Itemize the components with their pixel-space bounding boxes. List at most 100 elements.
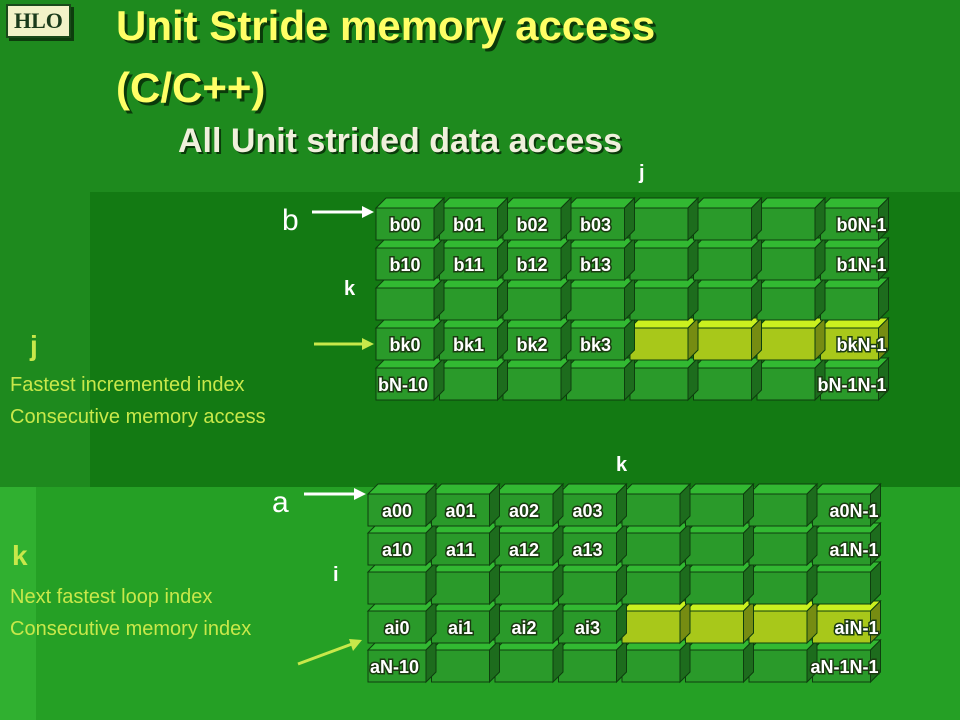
b-cell-r4-c6 <box>755 356 827 402</box>
a-cell-r0-c5 <box>684 482 755 528</box>
a-matrix-name: a <box>272 486 289 519</box>
bk-row-pointer-arrowhead <box>362 338 374 350</box>
b-label-r1-c3: b13 <box>580 255 611 275</box>
b-label-r1-c0: b10 <box>389 255 420 275</box>
j-note-line-1: Fastest incremented index <box>10 374 245 396</box>
a-cell-r4-c6 <box>747 638 819 684</box>
a-cell-r0-c1 <box>430 482 501 528</box>
b-label-r3-c0: bk0 <box>389 335 420 355</box>
b-label-r0-c7: b0N-1 <box>836 215 886 235</box>
a-cell-r4-c5 <box>684 638 755 684</box>
a-pointer-arrowhead <box>354 488 366 500</box>
b-cell-r1-c6 <box>755 236 827 282</box>
a-cell-r2-c2 <box>493 560 565 606</box>
b-cell-r2-c1 <box>438 276 509 322</box>
k-note-label: k <box>12 540 28 571</box>
b-label-r3-c2: bk2 <box>516 335 547 355</box>
a-cell-r1-c6 <box>747 521 819 567</box>
b-label-r0-c0: b00 <box>389 215 420 235</box>
b-cell-r0-c0 <box>374 196 446 242</box>
a-label-r3-c2: ai2 <box>511 618 536 638</box>
a-cell-r2-c0 <box>366 560 438 606</box>
b-label-r1-c1: b11 <box>453 255 483 275</box>
a-label-r0-c1: a01 <box>445 501 475 521</box>
a-cell-r0-c3 <box>557 482 628 528</box>
b-cell-r0-c5 <box>692 196 763 242</box>
a-label-r3-c1: ai1 <box>448 618 473 638</box>
b-label-r3-c7: bkN-1 <box>836 335 886 355</box>
a-row-index-label: i <box>333 564 339 586</box>
b-cell-r1-c7 <box>819 236 890 282</box>
b-label-r1-c2: b12 <box>516 255 547 275</box>
j-note-line-2: Consecutive memory access <box>10 406 266 428</box>
a-cell-r1-c5 <box>684 521 755 567</box>
b-cell-r3-c4 <box>628 316 700 362</box>
a-cell-r3-c6 <box>747 599 819 645</box>
a-cell-r1-c0 <box>366 521 438 567</box>
a-cell-r2-c6 <box>747 560 819 606</box>
a-cell-r3-c4 <box>620 599 692 645</box>
b-cell-r1-c4 <box>628 236 700 282</box>
a-cell-r2-c4 <box>620 560 692 606</box>
b-cell-r4-c0 <box>374 356 446 402</box>
a-label-r1-c7: a1N-1 <box>829 540 878 560</box>
a-label-r0-c7: a0N-1 <box>829 501 878 521</box>
a-cell-r0-c2 <box>493 482 565 528</box>
b-cell-r2-c3 <box>565 276 636 322</box>
b-label-r3-c3: bk3 <box>580 335 611 355</box>
b-label-r4-c0: bN-10 <box>378 375 428 395</box>
b-cell-r2-c4 <box>628 276 700 322</box>
a-cell-r4-c4 <box>620 638 692 684</box>
a-label-r1-c0: a10 <box>382 540 412 560</box>
b-label-r0-c3: b03 <box>580 215 611 235</box>
title-line-2: (C/C++) <box>116 64 266 111</box>
a-label-r0-c3: a03 <box>572 501 602 521</box>
a-label-r1-c3: a13 <box>572 540 602 560</box>
b-cell-r4-c7 <box>819 356 890 402</box>
b-cell-r0-c2 <box>501 196 573 242</box>
a-label-r0-c2: a02 <box>509 501 539 521</box>
a-label-r3-c0: ai0 <box>384 618 409 638</box>
a-cell-r0-c0 <box>366 482 438 528</box>
b-label-r0-c2: b02 <box>516 215 547 235</box>
b-cell-r4-c2 <box>501 356 573 402</box>
a-label-r4-c0: aN-10 <box>370 657 419 677</box>
hlo-badge: HLO <box>6 4 71 38</box>
a-cell-r4-c1 <box>430 638 501 684</box>
a-cell-r3-c2 <box>493 599 565 645</box>
b-cell-r2-c6 <box>755 276 827 322</box>
a-matrix-grid: a00 a01 a02 a03 a0N-1 a10 a11 a12 a13 a1N-1 ai0 ai1… <box>366 482 882 684</box>
a-label-r1-c1: a11 <box>446 540 475 560</box>
b-cell-r0-c1 <box>438 196 509 242</box>
b-matrix-name: b <box>282 204 299 237</box>
a-label-r3-c7: aiN-1 <box>834 618 878 638</box>
k-note-line-1: Next fastest loop index <box>10 586 213 608</box>
b-cell-r3-c3 <box>565 316 636 362</box>
b-cell-r4-c3 <box>565 356 636 402</box>
b-label-r1-c7: b1N-1 <box>836 255 886 275</box>
a-cell-r2-c5 <box>684 560 755 606</box>
b-row-index-label: k <box>344 278 356 300</box>
b-label-r4-c7: bN-1N-1 <box>817 375 886 395</box>
a-cell-r4-c2 <box>493 638 565 684</box>
b-cell-r0-c4 <box>628 196 700 242</box>
ai-row-pointer-arrow <box>297 642 353 666</box>
a-cell-r2-c1 <box>430 560 501 606</box>
a-label-r1-c2: a12 <box>509 540 539 560</box>
a-cell-r0-c6 <box>747 482 819 528</box>
b-cell-r2-c7 <box>819 276 890 322</box>
a-col-index-label: k <box>616 454 628 476</box>
a-cell-r1-c4 <box>620 521 692 567</box>
title-line-1: Unit Stride memory access <box>116 2 656 49</box>
b-cell-r3-c6 <box>755 316 827 362</box>
j-note-label: j <box>30 330 38 361</box>
b-cell-r2-c5 <box>692 276 763 322</box>
a-label-r0-c0: a00 <box>382 501 412 521</box>
k-note-line-2: Consecutive memory index <box>10 618 252 640</box>
a-label-r4-c7: aN-1N-1 <box>810 657 878 677</box>
a-cell-r3-c0 <box>366 599 438 645</box>
b-cell-r4-c1 <box>438 356 509 402</box>
b-col-index-label: j <box>639 162 645 184</box>
b-label-r3-c1: bk1 <box>453 335 484 355</box>
